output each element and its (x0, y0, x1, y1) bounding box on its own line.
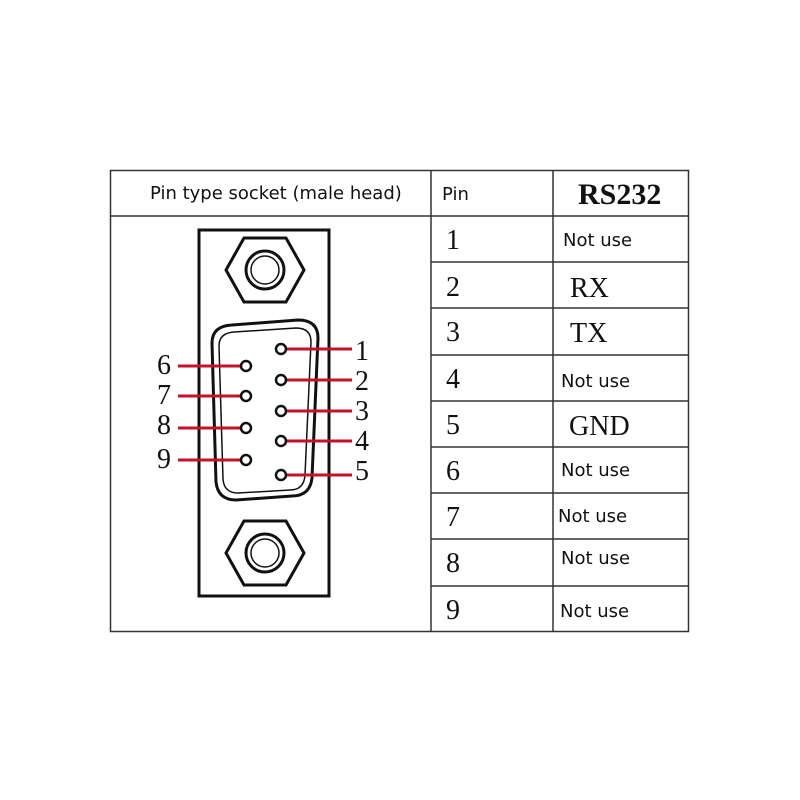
signal-6: Not use (561, 460, 631, 481)
signal-9: Not use (560, 601, 630, 622)
signal-8: Not use (561, 548, 631, 569)
signal-4: Not use (561, 371, 631, 392)
pin-number-6: 6 (446, 456, 460, 487)
pin-7 (239, 389, 253, 403)
signal-2: RX (570, 273, 609, 304)
pin-9 (239, 453, 253, 467)
pin-1 (274, 342, 288, 356)
connector-label-4: 4 (355, 426, 369, 457)
pin-4 (274, 434, 288, 448)
connector-label-1: 1 (355, 336, 369, 367)
connector-label-9: 9 (157, 444, 171, 475)
pin-number-7: 7 (446, 502, 460, 533)
connector-label-6: 6 (157, 350, 171, 381)
signal-7: Not use (558, 506, 628, 527)
connector-label-5: 5 (355, 456, 369, 487)
pin-number-9: 9 (446, 595, 460, 626)
connector-label-3: 3 (355, 396, 369, 427)
signal-1: Not use (563, 230, 633, 251)
connector-label-2: 2 (355, 366, 369, 397)
header-pin: Pin (442, 184, 469, 205)
d-shell-outer (210, 318, 320, 502)
connector-label-8: 8 (157, 410, 171, 441)
pin-number-2: 2 (446, 272, 460, 303)
bottom-hex-nut (224, 519, 306, 587)
pin-number-5: 5 (446, 410, 460, 441)
header-connector-type: Pin type socket (male head) (150, 183, 402, 204)
connector-label-7: 7 (157, 380, 171, 411)
pin-6 (239, 359, 253, 373)
pin-number-8: 8 (446, 548, 460, 579)
d-shell-inner (218, 327, 312, 494)
pin-2 (274, 373, 288, 387)
pin-number-1: 1 (446, 225, 460, 256)
signal-5: GND (569, 411, 630, 442)
pin-3 (274, 404, 288, 418)
pin-number-4: 4 (446, 364, 460, 395)
pin-8 (239, 421, 253, 435)
pin-5 (274, 468, 288, 482)
header-protocol: RS232 (578, 178, 662, 211)
pin-number-3: 3 (446, 317, 460, 348)
signal-3: TX (570, 318, 608, 349)
top-hex-nut (224, 236, 306, 304)
connector-plate (197, 228, 331, 598)
